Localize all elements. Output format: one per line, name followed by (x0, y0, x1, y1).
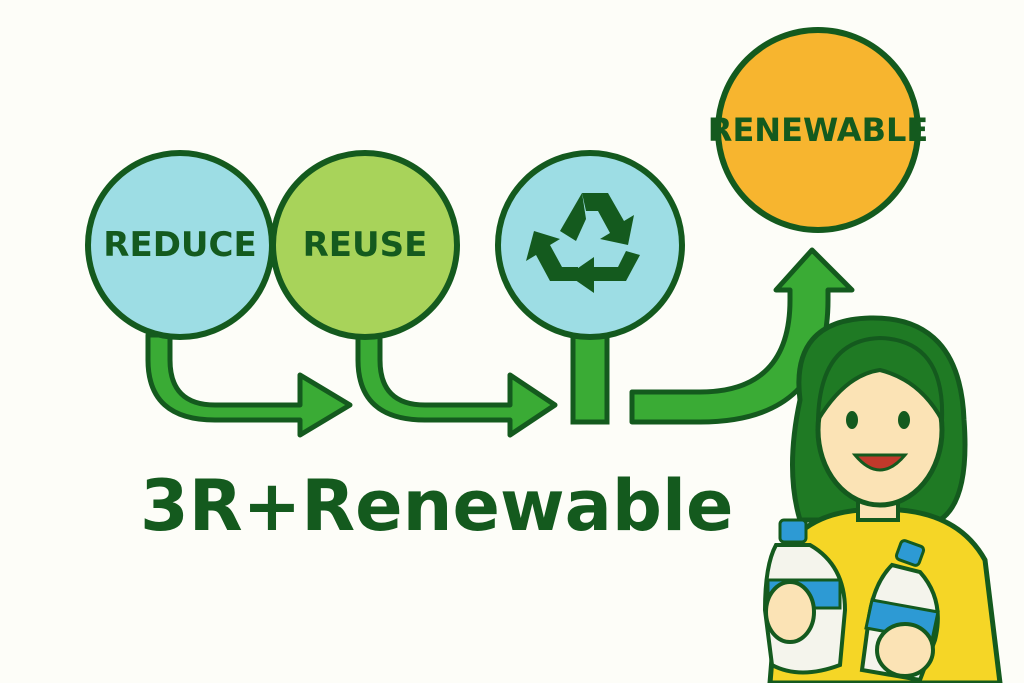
arrow-reuse-to-recycle (355, 332, 558, 438)
node-reuse-circle (270, 150, 460, 340)
node-renewable-label: RENEWABLE (708, 111, 928, 149)
arrow-reduce-to-reuse (145, 332, 353, 438)
node-reduce: REDUCE (85, 150, 275, 340)
person-illustration (762, 315, 1003, 683)
node-reduce-label: REDUCE (103, 225, 256, 265)
recycle-icon (526, 193, 640, 293)
node-reuse-label: REUSE (303, 225, 428, 265)
node-renewable-circle (715, 27, 921, 233)
recycle-stem (570, 327, 610, 425)
node-recycle-circle (495, 150, 685, 340)
diagram-title: 3R+Renewable (140, 465, 733, 547)
node-renewable: RENEWABLE (708, 27, 928, 233)
node-reuse: REUSE (270, 150, 460, 340)
node-recycle (495, 150, 685, 340)
